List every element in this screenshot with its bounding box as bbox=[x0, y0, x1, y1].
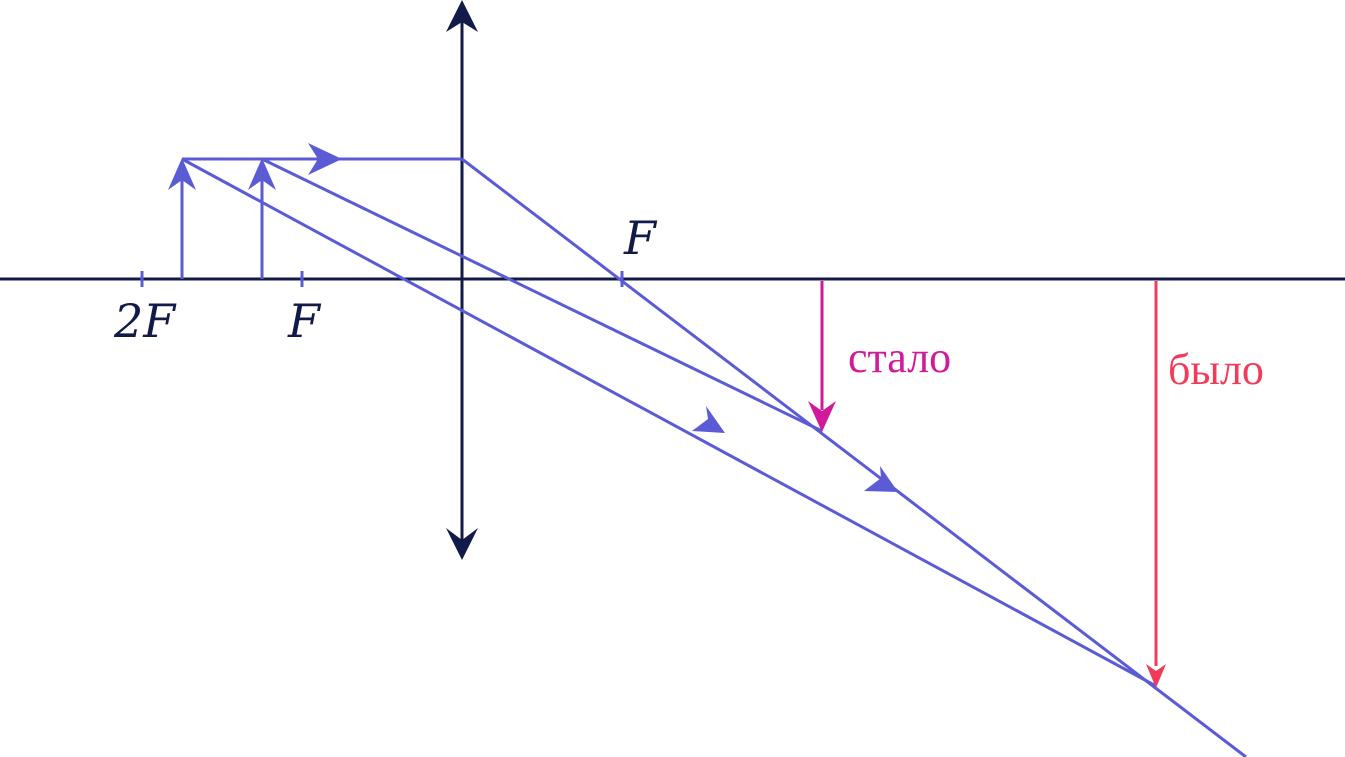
arrowhead-up-icon bbox=[446, 0, 478, 32]
label-image-before: было bbox=[1168, 345, 1264, 394]
arrowhead-icon bbox=[864, 466, 898, 492]
label-image-now: стало bbox=[848, 333, 951, 382]
label-f-right: F bbox=[623, 211, 658, 265]
arrowhead-icon bbox=[692, 406, 725, 433]
arrowhead-down-icon bbox=[446, 528, 478, 560]
arrowhead-icon bbox=[308, 143, 342, 175]
ray-central-before bbox=[181, 157, 1157, 688]
arrowhead-icon bbox=[1146, 664, 1166, 688]
arrowhead-icon bbox=[248, 158, 276, 190]
arrowhead-icon bbox=[808, 401, 836, 432]
arrowhead-icon bbox=[168, 158, 196, 190]
label-2f-left: 2F bbox=[113, 294, 177, 348]
label-f-left: F bbox=[287, 294, 322, 348]
ray-central-now bbox=[261, 157, 823, 433]
ray-through-focus bbox=[461, 157, 1247, 757]
